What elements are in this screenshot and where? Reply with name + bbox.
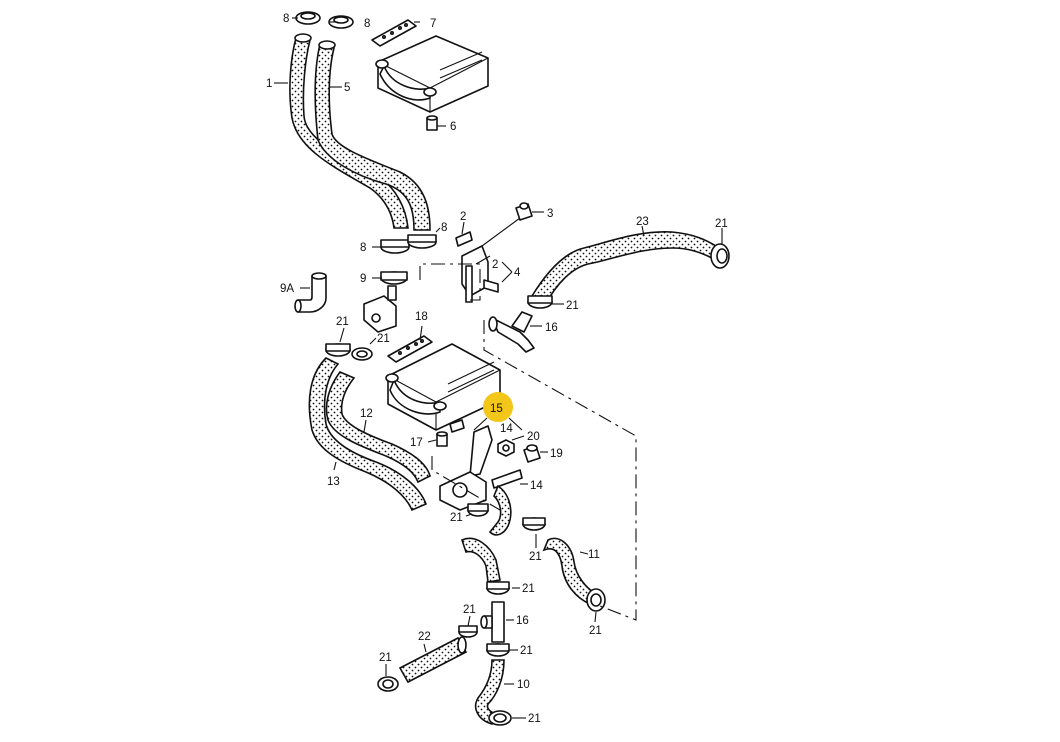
- callout-6[interactable]: 6: [450, 121, 456, 133]
- clamp-8-top-left[interactable]: [295, 11, 321, 25]
- hose-u-bend[interactable]: [488, 484, 512, 536]
- hose-12[interactable]: [325, 371, 431, 484]
- mounting-strap-7[interactable]: [371, 19, 417, 47]
- callout-8[interactable]: 8: [441, 222, 447, 234]
- tee-16-lower[interactable]: [480, 601, 505, 643]
- callout-18[interactable]: 18: [415, 311, 428, 323]
- callout-17[interactable]: 17: [410, 437, 423, 449]
- clamp-21-valve-right[interactable]: [522, 517, 546, 531]
- hose-1-end: [294, 33, 312, 43]
- grommet-6[interactable]: [426, 115, 438, 131]
- callout-16[interactable]: 16: [545, 322, 558, 334]
- callout-12[interactable]: 12: [360, 408, 373, 420]
- callout-21[interactable]: 21: [529, 551, 542, 563]
- connector-grommet[interactable]: [363, 285, 397, 333]
- callout-10[interactable]: 10: [517, 679, 530, 691]
- heater-bracket-upper[interactable]: [375, 35, 489, 113]
- callout-23[interactable]: 23: [636, 216, 649, 228]
- callout-2[interactable]: 2: [460, 211, 466, 223]
- callout-21[interactable]: 21: [566, 300, 579, 312]
- hose-23[interactable]: [530, 231, 717, 306]
- callout-7[interactable]: 7: [430, 18, 436, 30]
- callout-9A[interactable]: 9A: [280, 283, 294, 295]
- tee-16-upper[interactable]: [488, 311, 535, 353]
- callout-21[interactable]: 21: [522, 583, 535, 595]
- elbow-9A[interactable]: [294, 272, 327, 313]
- callout-13[interactable]: 13: [327, 476, 340, 488]
- fitting-3[interactable]: [515, 202, 533, 221]
- guide-line-right: [483, 320, 637, 621]
- callout-9[interactable]: 9: [360, 273, 366, 285]
- callout-21[interactable]: 21: [715, 218, 728, 230]
- callout-21[interactable]: 21: [589, 625, 602, 637]
- callout-19[interactable]: 19: [550, 448, 563, 460]
- callout-labels: 8 8 7 1 5 6 2 3 23 21 8 8 2 4 9 9A 21 16…: [266, 13, 728, 725]
- callout-8[interactable]: 8: [360, 242, 366, 254]
- callout-16[interactable]: 16: [516, 615, 529, 627]
- clamp-21-hose-10[interactable]: [488, 710, 512, 726]
- hose-13[interactable]: [308, 357, 428, 512]
- clamp-21-hose-11[interactable]: [586, 588, 606, 612]
- nut-20[interactable]: [497, 439, 515, 457]
- callout-1[interactable]: 1: [266, 78, 272, 90]
- callout-14[interactable]: 14: [500, 423, 513, 435]
- clamp-8-lower-right[interactable]: [407, 234, 437, 249]
- clamp-21-hose-12[interactable]: [351, 347, 373, 361]
- clamp-21-hose-13[interactable]: [325, 343, 351, 357]
- callout-21[interactable]: 21: [379, 652, 392, 664]
- clamp-21-hose-23[interactable]: [710, 243, 730, 269]
- valve-4[interactable]: [455, 217, 521, 303]
- guide-line-upper: [419, 263, 481, 301]
- hose-5-end: [318, 40, 336, 50]
- clamp-21-valve-left[interactable]: [467, 503, 489, 517]
- leader-lines: [274, 17, 723, 719]
- callout-21[interactable]: 21: [528, 713, 541, 725]
- callout-20[interactable]: 20: [527, 431, 540, 443]
- callout-21[interactable]: 21: [377, 333, 390, 345]
- callout-21[interactable]: 21: [463, 604, 476, 616]
- callout-4[interactable]: 4: [514, 267, 521, 279]
- callout-11[interactable]: 11: [588, 549, 600, 561]
- hose-22-end: [457, 636, 467, 654]
- guide-line-lower: [431, 456, 501, 511]
- callout-21[interactable]: 21: [450, 512, 463, 524]
- clamp-21-hose-22-left[interactable]: [377, 676, 399, 692]
- clamp-8-lower-left[interactable]: [380, 239, 410, 254]
- callout-5[interactable]: 5: [344, 82, 350, 94]
- callout-8[interactable]: 8: [283, 13, 289, 25]
- hose-22[interactable]: [398, 636, 468, 684]
- callout-15[interactable]: 15: [490, 403, 503, 415]
- clamp-21-lower-chain-1[interactable]: [486, 581, 510, 595]
- clamp-21-hose-22-right[interactable]: [458, 625, 478, 638]
- callout-15-highlight: [483, 392, 513, 422]
- clamp-21-lower-chain-2[interactable]: [486, 643, 510, 657]
- clamp-21-tee[interactable]: [527, 295, 553, 309]
- fitting-19[interactable]: [523, 444, 541, 463]
- callout-8[interactable]: 8: [364, 18, 370, 30]
- callout-22[interactable]: 22: [418, 631, 431, 643]
- hose-5[interactable]: [314, 42, 431, 231]
- callout-21[interactable]: 21: [336, 316, 349, 328]
- callout-2[interactable]: 2: [492, 259, 498, 271]
- clamp-9[interactable]: [380, 271, 408, 285]
- grommet-17[interactable]: [436, 431, 448, 447]
- callout-3[interactable]: 3: [547, 208, 553, 220]
- heater-bracket-lower[interactable]: [385, 343, 501, 431]
- mounting-strap-18[interactable]: [387, 335, 433, 363]
- callout-14[interactable]: 14: [530, 480, 543, 492]
- hose-lower-short[interactable]: [461, 537, 501, 583]
- callout-21[interactable]: 21: [520, 645, 533, 657]
